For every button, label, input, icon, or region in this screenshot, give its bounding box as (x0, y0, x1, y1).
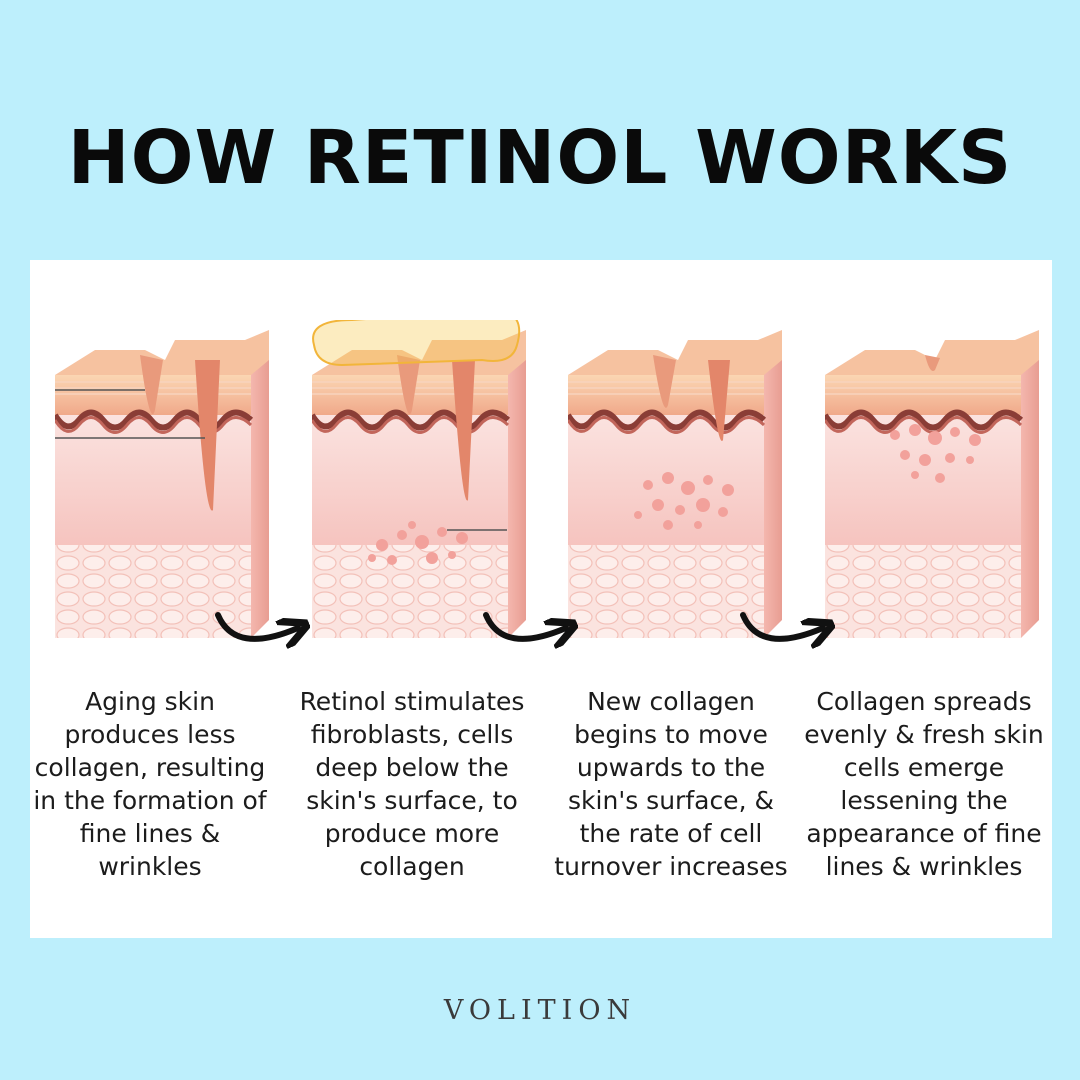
arrow-right-icon (740, 612, 835, 660)
smooth-skin-block (825, 320, 1045, 650)
collagen-dots (368, 521, 468, 565)
collagen-dots (890, 424, 981, 483)
step-1-caption: Aging skin produces less collagen, resul… (33, 687, 267, 881)
page-title: HOW RETINOL WORKS (67, 115, 1013, 201)
new-collagen-skin-block (568, 320, 788, 650)
retinol-drop (312, 320, 521, 367)
retinol-skin-block (312, 320, 532, 650)
step-4-caption: Collagen spreads evenly & fresh skin cel… (804, 687, 1044, 881)
brand-logo: VOLITION (443, 995, 637, 1026)
arrow-right-icon (215, 612, 310, 660)
arrow-right-icon (483, 612, 578, 660)
collagen-dots (634, 472, 734, 530)
step-3-caption: New collagen begins to move upwards to t… (554, 687, 788, 881)
step-2-caption: Retinol stimulates fibroblasts, cells de… (299, 687, 525, 881)
aging-skin-block (55, 320, 275, 650)
